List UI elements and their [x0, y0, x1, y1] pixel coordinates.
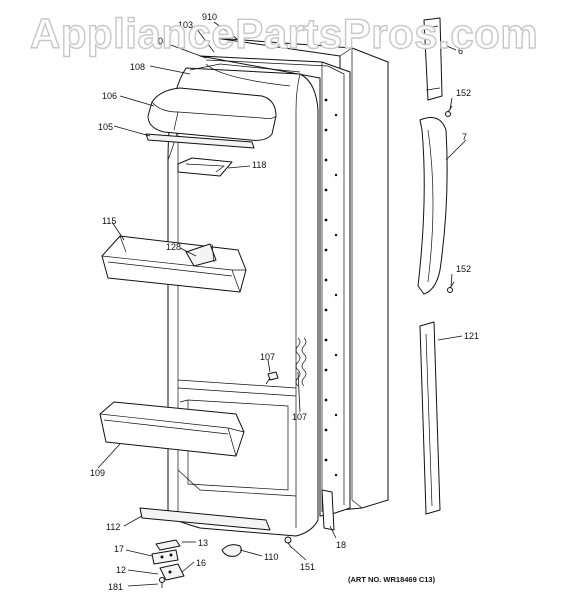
handle-cap: [423, 17, 443, 101]
callout-121: 121: [464, 331, 479, 341]
leader-lines: [97, 21, 467, 587]
hinge-hole-column: [324, 98, 338, 477]
callout-107-strip: 107: [292, 412, 307, 422]
callout-7: 7: [462, 132, 467, 142]
bin-rail: [145, 133, 255, 149]
callout-106: 106: [102, 91, 117, 101]
callout-115: 115: [102, 216, 116, 226]
callout-103: 103: [178, 20, 193, 30]
callout-108: 108: [130, 62, 145, 72]
callout-04: 04: [158, 36, 168, 46]
door-shelf-lower: [99, 401, 245, 457]
callout-910: 910: [202, 12, 217, 22]
callout-13: 13: [198, 538, 208, 548]
callout-18: 18: [336, 540, 346, 550]
callout-6: 6: [458, 46, 463, 56]
callout-12: 12: [116, 565, 126, 575]
callout-17: 17: [114, 544, 124, 554]
callout-109: 109: [90, 468, 105, 478]
cap: [221, 544, 242, 557]
callout-labels: 910 103 04 108 106 105 118 115 128 107 1…: [90, 12, 479, 592]
small-shelf: [177, 157, 233, 177]
hinge-parts: [151, 539, 185, 588]
door-gasket-frame: [199, 55, 351, 517]
callout-151: 151: [300, 562, 315, 572]
callout-152-lower: 152: [456, 264, 471, 274]
shelf-divider: [185, 243, 217, 267]
callout-110: 110: [264, 552, 278, 562]
door-strip: [321, 489, 335, 531]
callout-152-upper: 152: [456, 88, 471, 98]
callout-118: 118: [252, 160, 266, 170]
handle-screw-upper: [445, 105, 453, 117]
callout-181: 181: [108, 582, 123, 592]
screw: [265, 371, 279, 385]
bottom-rail: [139, 507, 271, 531]
callout-107-screw: 107: [260, 352, 275, 362]
upper-bin: [147, 87, 277, 141]
art-number: (ART NO. WR18469 C13): [348, 575, 436, 584]
door-handle: [417, 117, 448, 295]
handle-trim: [419, 321, 441, 515]
handle-screw-lower: [447, 281, 455, 293]
callout-128: 128: [166, 242, 181, 252]
callout-105: 105: [98, 122, 113, 132]
callout-112: 112: [106, 522, 120, 532]
watermark: AppliancePartsPros.com: [30, 10, 538, 57]
callout-16: 16: [196, 558, 206, 568]
